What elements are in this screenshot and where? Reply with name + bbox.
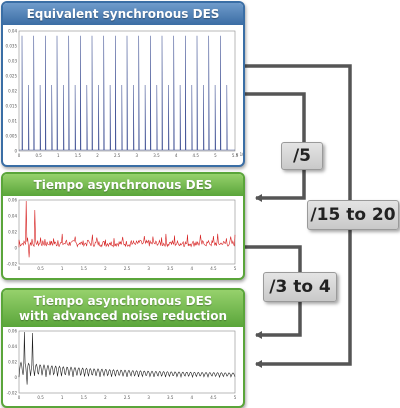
noise-title-line1: Tiempo asynchronous DES [33,294,213,308]
async-des-title: Tiempo asynchronous DES [3,174,243,196]
noise_plot-y-tick-label: -0.02 [7,391,18,396]
ratio-div5-box: /5 [281,142,323,170]
noise_plot-x-tick-label: 5 [234,395,237,400]
sync_plot-x-tick-label: 0.5 [35,153,42,158]
sync_plot-x-tick-label: 1.5 [75,153,82,158]
sync_plot-y-tick-label: 0.04 [8,29,17,34]
ratio-div5-label: /5 [292,146,312,166]
sync_plot-x-tick-label: 2.5 [114,153,121,158]
noise_plot-axes-frame [18,330,236,394]
async_plot-x-tick-label: 0 [18,266,21,271]
sync_plot-y-tick-label: 0.035 [6,44,18,49]
sync_plot-x-tick-label: 5.5 [232,153,239,158]
async_plot-x-tick-label: 4 [191,266,194,271]
sync_plot-x-tick-label: 2 [96,153,99,158]
sync_plot-y-tick-label: 0.025 [6,74,18,79]
async_plot-x-tick-label: 1 [61,266,64,271]
noise_plot-y-tick-label: 0 [14,375,17,380]
sync_plot-x-tick-label: 4 [175,153,178,158]
sync_plot-x-tick-label: 1 [57,153,60,158]
sync_plot-x-tick-label: 0 [18,153,21,158]
noise_plot-x-tick-label: 2 [104,395,107,400]
noise_plot-x-tick-label: 4 [191,395,194,400]
noise-title-line2: with advanced noise reduction [18,309,228,323]
async_plot-x-tick-label: 5 [234,266,237,271]
sync_plot-y-tick-label: 0.02 [8,89,17,94]
noise_plot-x-tick-label: 2.5 [124,395,131,400]
sync_plot-x-tick-label: 4.5 [193,153,200,158]
noise-des-title: Tiempo asynchronous DES with advanced no… [3,290,243,327]
ratio-div15to20-label: /15 to 20 [310,205,396,225]
sync-trace-line [19,35,235,151]
sync_plot-x-tick-label: 5 [214,153,217,158]
sync_plot-y-tick-label: 0.03 [8,59,17,64]
sync_plot-x-tick-label: 3.5 [153,153,160,158]
noise-des-panel: Tiempo asynchronous DES with advanced no… [1,288,245,408]
noise-trace-line [18,331,236,385]
async_plot-x-tick-label: 2.5 [124,266,131,271]
noise_plot-x-tick-label: 0 [18,395,21,400]
async_plot-x-tick-label: 0.5 [37,266,44,271]
sync-des-title: Equivalent synchronous DES [3,3,243,25]
ratio-div15to20-box: /15 to 20 [307,200,399,230]
async_plot-x-tick-label: 4.5 [210,266,217,271]
sync_plot-y-tick-label: 0.015 [6,104,18,109]
sync_plot-y-tick-label: 0.005 [6,134,18,139]
noise_plot-x-tick-label: 1 [61,395,64,400]
sync_plot-y-tick-label: 0.01 [8,119,17,124]
noise_plot-y-tick-label: 0.04 [8,344,17,349]
async_plot-x-tick-label: 3.5 [167,266,174,271]
noise_plot-y-tick-label: 0.06 [8,329,17,334]
noise_plot-x-tick-label: 1.5 [81,395,88,400]
async_plot-axes-frame [18,199,236,265]
async_plot-x-tick-label: 2 [104,266,107,271]
ratio-div3to4-box: /3 to 4 [263,272,337,302]
ratio-div3to4-label: /3 to 4 [269,277,331,297]
async_plot-y-tick-label: 0.02 [8,230,17,235]
async_plot-y-tick-label: -0.02 [7,262,18,267]
async-trace-line [18,200,236,258]
sync_plot-y-tick-label: 0 [14,149,17,154]
sync_plot-x-tick-label: 3 [136,153,139,158]
async_plot-y-tick-label: 0.06 [8,198,17,203]
noise_plot-x-tick-label: 3.5 [167,395,174,400]
sync-trace [19,35,235,151]
async_plot-x-tick-label: 1.5 [81,266,88,271]
async_plot-x-tick-label: 3 [147,266,150,271]
noise_plot-y-tick-label: 0.02 [8,360,17,365]
noise_plot-x-tick-label: 4.5 [210,395,217,400]
async_plot-y-tick-label: 0 [14,246,17,251]
async_plot-y-tick-label: 0.04 [8,214,17,219]
noise_plot-x-tick-label: 0.5 [37,395,44,400]
noise_plot-x-tick-label: 3 [147,395,150,400]
sync_plot-x-exponent: x 10⁵ [236,152,243,157]
